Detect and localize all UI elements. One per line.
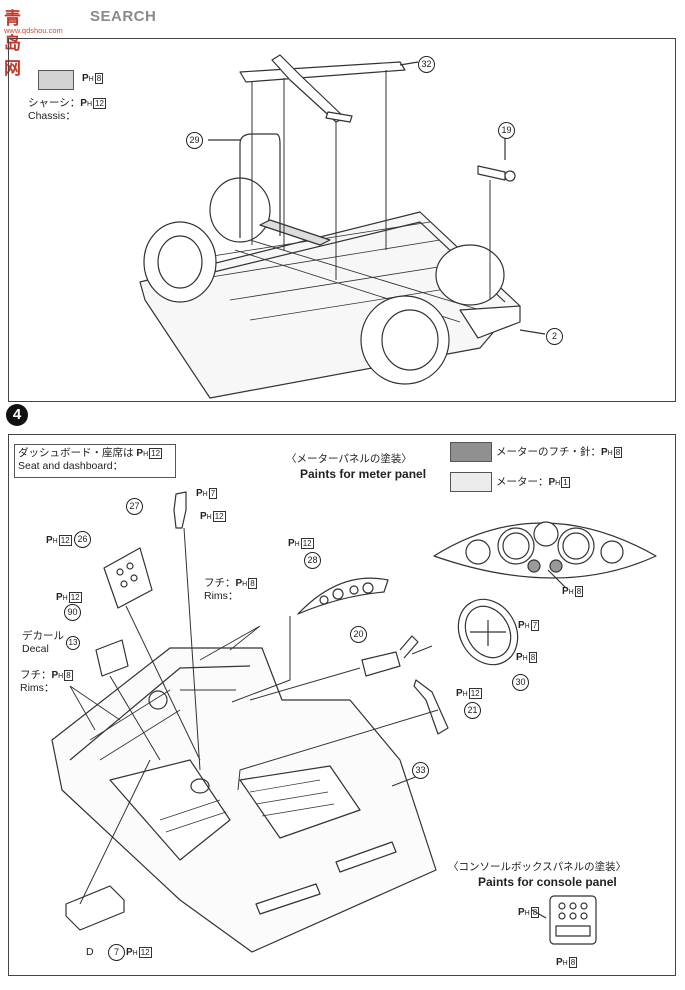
callout-7: 7 xyxy=(108,944,125,961)
meter-panel-large xyxy=(433,522,657,579)
part-19 xyxy=(477,165,506,181)
part-33-body-tub xyxy=(51,647,437,953)
rear-left-wheel xyxy=(143,221,217,303)
callout-13: 13 xyxy=(66,636,80,650)
meter-title-jp: 〈メーターパネルの塗装〉 xyxy=(286,453,412,465)
front-left-wheel xyxy=(360,295,450,385)
part-20-column xyxy=(361,651,401,677)
dashboard-label-en: Seat and dashboard： xyxy=(18,460,124,472)
console-title-jp: 〈コンソールボックスパネルの塗装〉 xyxy=(448,861,627,873)
paint-swatch-meter-rim xyxy=(450,442,492,462)
decal-label-jp: デカール xyxy=(22,630,64,642)
callout-2: 2 xyxy=(546,328,563,345)
callout-21: 21 xyxy=(464,702,481,719)
watermark-search: SEARCH xyxy=(90,8,157,25)
d-label: D xyxy=(86,946,94,958)
callout-27: 27 xyxy=(126,498,143,515)
callout-29: 29 xyxy=(186,132,203,149)
callout-20: 20 xyxy=(350,626,367,643)
paint-swatch-meter xyxy=(450,472,492,492)
chassis-label-en: Chassis： xyxy=(28,110,76,122)
part-26-console-panel xyxy=(103,547,153,609)
step-number-badge: 4 xyxy=(6,404,28,426)
part-7-console-box xyxy=(65,885,125,931)
callout-28: 28 xyxy=(304,552,321,569)
part-27-shifter xyxy=(173,491,187,529)
part-21-pedal xyxy=(413,679,449,735)
part-32-brace xyxy=(239,61,406,83)
callout-30: 30 xyxy=(512,674,529,691)
watermark-url: www.qdshou.com xyxy=(4,26,63,35)
interior-assembly-panel xyxy=(8,434,676,976)
part-90-panel xyxy=(95,639,129,677)
callout-26: 26 xyxy=(74,531,91,548)
console-title-en: Paints for console panel xyxy=(478,875,617,889)
dashboard-paint-note xyxy=(14,444,176,478)
callout-19: 19 xyxy=(498,122,515,139)
part-29-hoop xyxy=(239,133,281,238)
rim-label-center-en: Rims： xyxy=(204,590,239,602)
callout-33: 33 xyxy=(412,762,429,779)
front-right-wheel xyxy=(435,244,505,306)
callout-90: 90 xyxy=(64,604,81,621)
meter-title-en: Paints for meter panel xyxy=(300,467,427,481)
chassis-assembly-panel xyxy=(8,38,676,402)
decal-label-en: Decal xyxy=(22,643,49,655)
rim-label-left-en: Rims： xyxy=(20,682,55,694)
paint-swatch-chassis xyxy=(38,70,74,90)
callout-32: 32 xyxy=(418,56,435,73)
